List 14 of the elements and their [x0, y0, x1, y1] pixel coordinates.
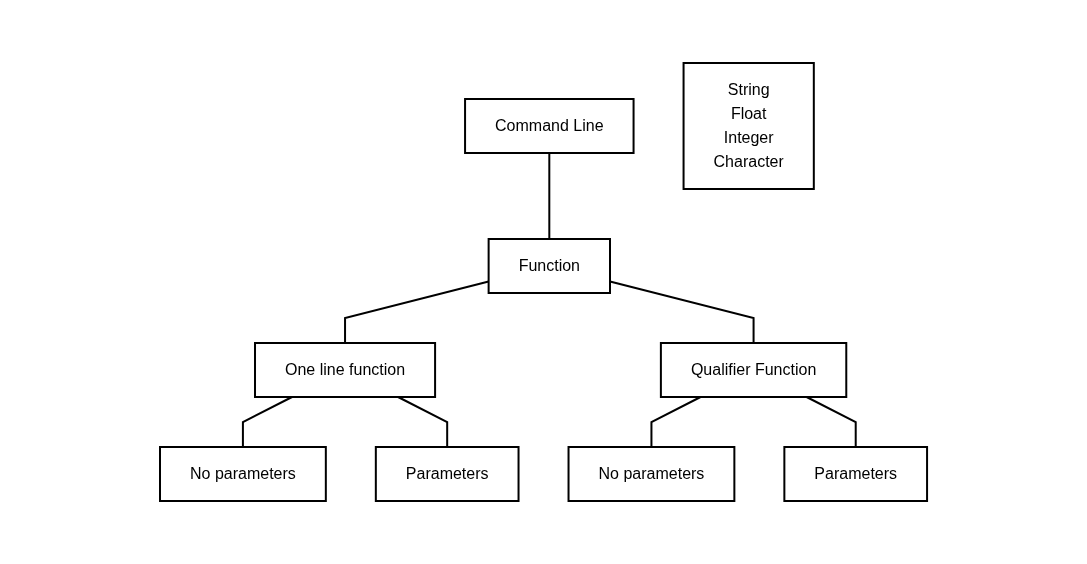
node-box: No parameters	[158, 446, 327, 502]
node-box: Parameters	[374, 446, 520, 502]
node-box: No parameters	[567, 446, 736, 502]
node-box: Qualifier Function	[659, 342, 848, 398]
connector	[397, 396, 449, 448]
node-box: String Float Integer Character	[682, 62, 815, 190]
node-box: Function	[487, 238, 611, 294]
node-box: Parameters	[783, 446, 929, 502]
connector	[241, 396, 293, 448]
connector	[650, 396, 702, 448]
connector	[805, 396, 857, 448]
node-box: Command Line	[464, 98, 635, 154]
connector	[548, 152, 551, 240]
node-box: One line function	[254, 342, 437, 398]
